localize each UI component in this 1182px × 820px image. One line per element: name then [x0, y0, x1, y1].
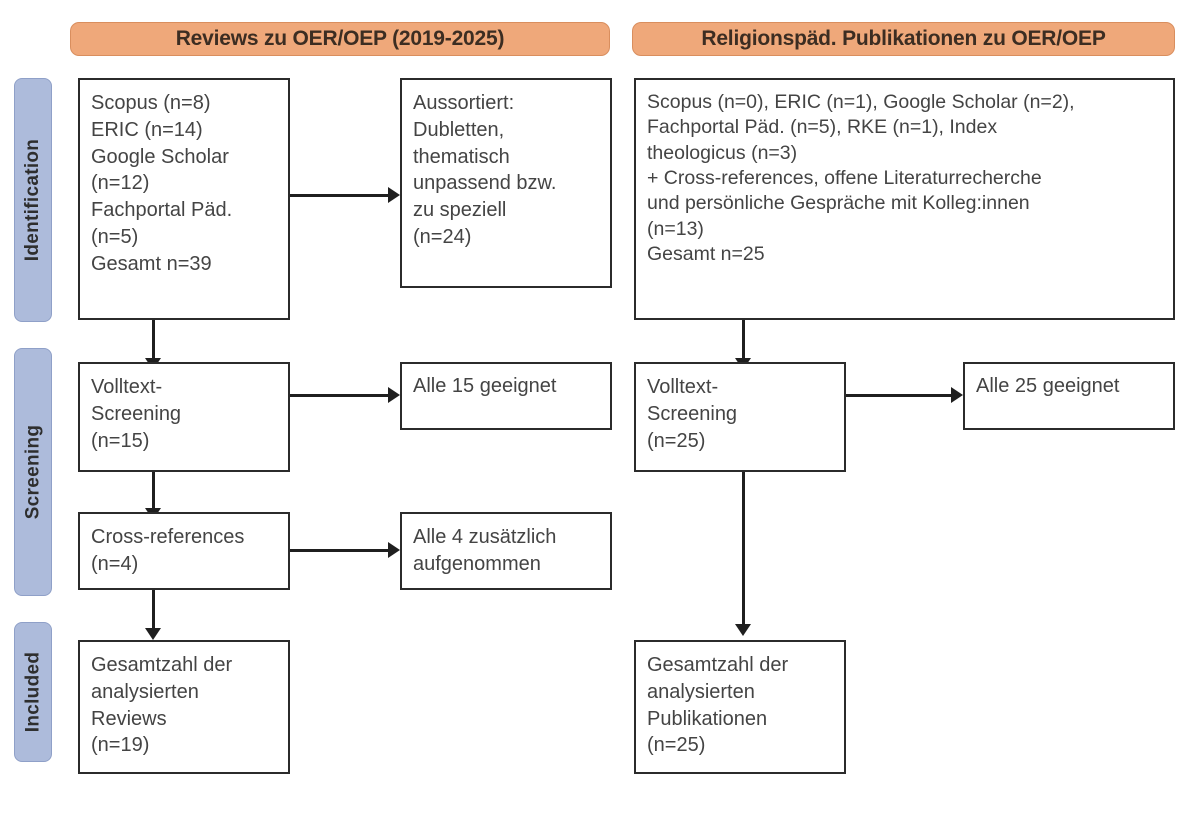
arrowhead-right-screening-to-included — [735, 624, 751, 636]
stage-label-included: Included — [22, 651, 44, 733]
stage-tab-screening: Screening — [14, 348, 52, 596]
stage-tab-identification: Identification — [14, 78, 52, 322]
box-left-excluded: Aussortiert: Dubletten, thematisch unpas… — [400, 78, 612, 288]
box-right-screening: Volltext- Screening (n=25) — [634, 362, 846, 472]
stage-label-screening: Screening — [22, 424, 44, 520]
connector-right-screening-to-result — [846, 394, 951, 397]
arrowhead-left-crossrefs-to-included — [145, 628, 161, 640]
connector-right-screening-to-included — [742, 472, 745, 628]
box-right-included: Gesamtzahl der analysierten Publikatione… — [634, 640, 846, 774]
box-left-crossrefs-result: Alle 4 zusätzlich aufgenommen — [400, 512, 612, 590]
box-right-screening-result: Alle 25 geeignet — [963, 362, 1175, 430]
arrowhead-left-crossrefs-to-result — [388, 542, 400, 558]
connector-right-identification-to-screening — [742, 320, 745, 362]
connector-left-screening-to-crossrefs — [152, 472, 155, 512]
box-left-included: Gesamtzahl der analysierten Reviews (n=1… — [78, 640, 290, 774]
stage-label-identification: Identification — [22, 138, 44, 262]
connector-left-crossrefs-to-result — [290, 549, 388, 552]
column-header-left: Reviews zu OER/OEP (2019-2025) — [70, 22, 610, 56]
connector-left-identification-to-excluded — [290, 194, 388, 197]
stage-tab-included: Included — [14, 622, 52, 762]
column-header-right: Religionspäd. Publikationen zu OER/OEP — [632, 22, 1175, 56]
box-left-identification: Scopus (n=8) ERIC (n=14) Google Scholar … — [78, 78, 290, 320]
box-right-identification: Scopus (n=0), ERIC (n=1), Google Scholar… — [634, 78, 1175, 320]
arrowhead-left-identification-to-excluded — [388, 187, 400, 203]
box-left-screening-result: Alle 15 geeignet — [400, 362, 612, 430]
connector-left-screening-to-result — [290, 394, 388, 397]
arrowhead-right-screening-to-result — [951, 387, 963, 403]
connector-left-crossrefs-to-included — [152, 590, 155, 632]
box-left-screening: Volltext- Screening (n=15) — [78, 362, 290, 472]
arrowhead-left-screening-to-result — [388, 387, 400, 403]
connector-left-identification-to-screening — [152, 320, 155, 362]
box-left-crossrefs: Cross-references (n=4) — [78, 512, 290, 590]
